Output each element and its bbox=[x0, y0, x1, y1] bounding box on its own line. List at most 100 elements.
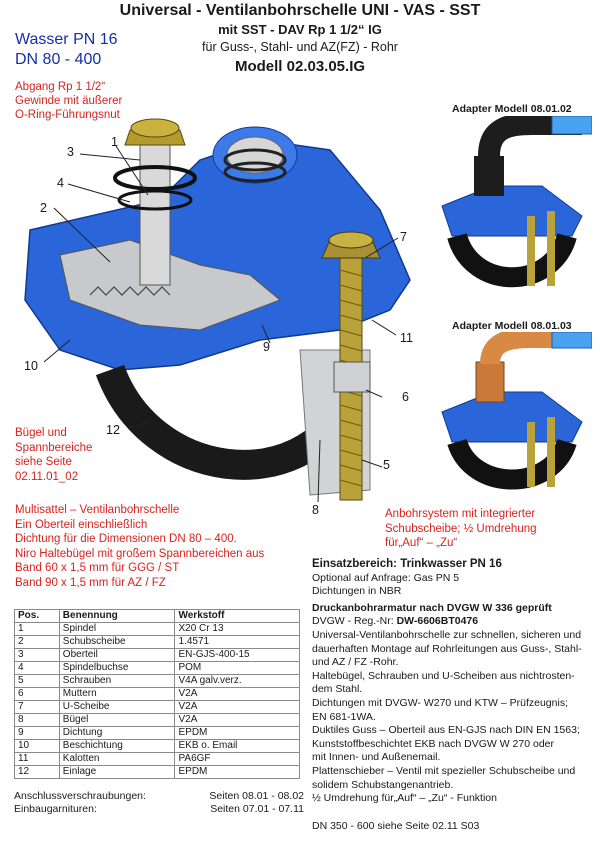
multisattel-line: Ein Oberteil einschließlich bbox=[15, 518, 148, 531]
callout-9: 9 bbox=[263, 340, 270, 354]
cell-pos: 3 bbox=[14, 648, 60, 662]
multisattel-line: Dichtung für die Dimensionen DN 80 – 400… bbox=[15, 533, 237, 545]
drilling-note-line: Anbohrsystem mit integrierter bbox=[385, 508, 536, 520]
drilling-note-line: Schubscheibe; ½ Umdrehung bbox=[385, 522, 537, 535]
cell-name: Spindel bbox=[58, 622, 176, 636]
usage-body-line: solidem Schubstangenantrieb. bbox=[312, 778, 454, 791]
adapter-label-2: Adapter Modell 08.01.03 bbox=[452, 320, 572, 332]
subtitle-connection: mit SST - DAV Rp 1 1/2“ IG bbox=[218, 22, 382, 37]
dn-range: DN 80 - 400 bbox=[15, 51, 102, 68]
usage-body-line: und AZ / FZ -Rohr. bbox=[312, 656, 399, 669]
multisattel-line: Band 90 x 1,5 mm für AZ / FZ bbox=[15, 576, 166, 589]
cell-pos: 9 bbox=[14, 726, 60, 740]
cell-material: EPDM bbox=[174, 765, 300, 779]
footer-row: Einbaugarnituren: Seiten 07.01 - 07.11 bbox=[14, 803, 304, 816]
cell-material: V2A bbox=[174, 700, 300, 714]
cell-name: Einlage bbox=[58, 765, 176, 779]
adapter-illustration-1 bbox=[441, 116, 592, 288]
footer-label: Einbaugarnituren: bbox=[14, 803, 97, 815]
cell-name: Spindelbuchse bbox=[58, 661, 176, 675]
cell-pos: 5 bbox=[14, 674, 60, 688]
page-title: Universal - Ventilanbohrschelle UNI - VA… bbox=[119, 2, 481, 19]
callout-3: 3 bbox=[67, 145, 74, 159]
multisattel-line: Multisattel – Ventilanbohrschelle bbox=[15, 504, 180, 516]
usage-body-line: Duktiles Guss – Oberteil aus EN-GJS nach… bbox=[312, 724, 580, 737]
cell-name: U-Scheibe bbox=[58, 700, 176, 714]
usage-body-line: Kunststoffbeschichtet EKB nach DVGW W 27… bbox=[312, 737, 555, 750]
pressure-rating: Wasser PN 16 DN 80 - 400 bbox=[15, 30, 118, 70]
cell-pos: 12 bbox=[14, 765, 60, 779]
cell-name: Bügel bbox=[58, 713, 176, 727]
outlet-note-line: Abgang Rp 1 1/2“ bbox=[15, 81, 106, 93]
outlet-note: Abgang Rp 1 1/2“ Gewinde mit äußerer O-R… bbox=[15, 80, 122, 122]
outlet-note-line: Gewinde mit äußerer bbox=[15, 95, 123, 107]
cell-pos: 6 bbox=[14, 687, 60, 701]
buegel-note-line: siehe Seite bbox=[15, 456, 72, 468]
subtitle-pipe-types: für Guss-, Stahl- und AZ(FZ) - Rohr bbox=[202, 40, 398, 54]
callout-11: 11 bbox=[400, 331, 413, 345]
cell-pos: 4 bbox=[14, 661, 60, 675]
registration-number: DW-6606BT0476 bbox=[396, 615, 479, 628]
usage-body-line: ½ Umdrehung für„Auf“ – „Zu“ - Funktion bbox=[312, 792, 497, 805]
usage-body-line: mit Innen- und Außenemail. bbox=[312, 751, 441, 764]
usage-body-line: Dichtungen mit DVGW- W270 und KTW – Prüf… bbox=[312, 696, 568, 709]
cell-material: V4A galv.verz. bbox=[174, 674, 300, 688]
usage-body-line: Haltebügel, Schrauben und U-Scheiben aus… bbox=[312, 669, 575, 682]
cell-material: 1.4571 bbox=[174, 635, 300, 649]
footer-label: Anschlussverschraubungen: bbox=[14, 790, 146, 802]
usage-body-line: EN 681-1WA. bbox=[312, 710, 376, 723]
callout-5: 5 bbox=[383, 458, 390, 472]
pressure-line: Wasser PN 16 bbox=[15, 31, 118, 48]
buegel-note: Bügel und Spannbereiche siehe Seite 02.1… bbox=[15, 426, 92, 484]
multisattel-line: Band 60 x 1,5 mm für GGG / ST bbox=[15, 562, 180, 574]
cell-material: X20 Cr 13 bbox=[174, 622, 300, 636]
callout-2: 2 bbox=[40, 201, 47, 215]
usage-optional: Optional auf Anfrage: Gas PN 5 bbox=[312, 571, 460, 584]
cell-material: PA6GF bbox=[174, 752, 300, 766]
cell-pos: 2 bbox=[14, 635, 60, 649]
cell-material: EN-GJS-400-15 bbox=[174, 648, 300, 662]
col-header-pos: Pos. bbox=[14, 609, 60, 623]
buegel-note-line: 02.11.01_02 bbox=[15, 470, 79, 483]
main-product-illustration bbox=[24, 118, 411, 503]
adapter-illustration-2 bbox=[441, 332, 592, 490]
cell-material: POM bbox=[174, 661, 300, 675]
cell-pos: 11 bbox=[14, 752, 60, 766]
col-header-name: Benennung bbox=[58, 609, 176, 623]
callout-10: 10 bbox=[24, 359, 38, 373]
cell-name: Muttern bbox=[58, 687, 176, 701]
usage-section: Einsatzbereich: Trinkwasser PN 16 Option… bbox=[312, 558, 596, 833]
callout-8: 8 bbox=[312, 503, 319, 517]
callout-4: 4 bbox=[57, 176, 64, 190]
cell-name: Dichtung bbox=[58, 726, 176, 740]
table-header-row: Pos. Benennung Werkstoff bbox=[14, 609, 300, 623]
cell-pos: 10 bbox=[14, 739, 60, 753]
drilling-note-line: für„Auf“ – „Zu“ bbox=[385, 537, 458, 549]
outlet-note-line: O-Ring-Führungsnut bbox=[15, 109, 120, 121]
usage-body-line: Universal-Ventilanbohrschelle zur schnel… bbox=[312, 628, 582, 641]
cell-material: V2A bbox=[174, 713, 300, 727]
buegel-note-line: Spannbereiche bbox=[15, 441, 93, 454]
cell-name: Kalotten bbox=[58, 752, 176, 766]
model-number: Modell 02.03.05.IG bbox=[234, 58, 366, 75]
footer-row: Anschlussverschraubungen: Seiten 08.01 -… bbox=[14, 790, 304, 803]
cell-material: EKB o. Email bbox=[174, 739, 300, 753]
registration: DVGW - Reg.-Nr: DW-6606BT0476 bbox=[312, 615, 596, 629]
drilling-system-note: Anbohrsystem mit integrierter Schubschei… bbox=[385, 507, 537, 551]
usage-body-line: Plattenschieber – Ventil mit spezieller … bbox=[312, 764, 576, 777]
footer-references: Anschlussverschraubungen: Seiten 08.01 -… bbox=[14, 790, 304, 816]
footer-value: Seiten 07.01 - 07.11 bbox=[210, 803, 304, 815]
cell-name: Oberteil bbox=[58, 648, 176, 662]
cell-material: V2A bbox=[174, 687, 300, 701]
